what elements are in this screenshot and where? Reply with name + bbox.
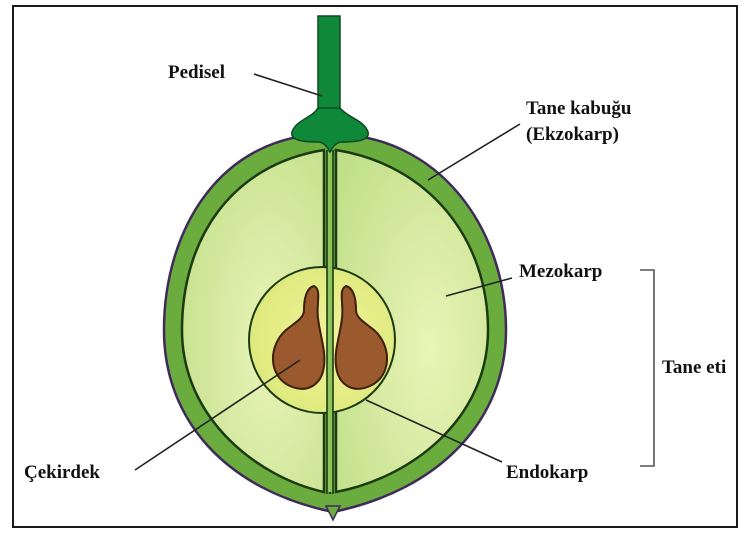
grape-tip: [326, 506, 340, 520]
label-tane-kabugu: Tane kabuğu: [526, 98, 632, 119]
label-tane-eti: Tane eti: [662, 357, 726, 378]
label-pedisel: Pedisel: [168, 62, 225, 83]
tane-eti-bracket: [640, 270, 654, 466]
label-endokarp: Endokarp: [506, 462, 588, 483]
label-mezokarp: Mezokarp: [519, 261, 602, 282]
label-cekirdek: Çekirdek: [24, 462, 100, 483]
leader-tane-kabugu: [428, 124, 520, 180]
leader-pedisel: [254, 74, 322, 96]
label-ekzokarp: (Ekzokarp): [526, 124, 619, 145]
pedicel-stem: [318, 16, 340, 116]
